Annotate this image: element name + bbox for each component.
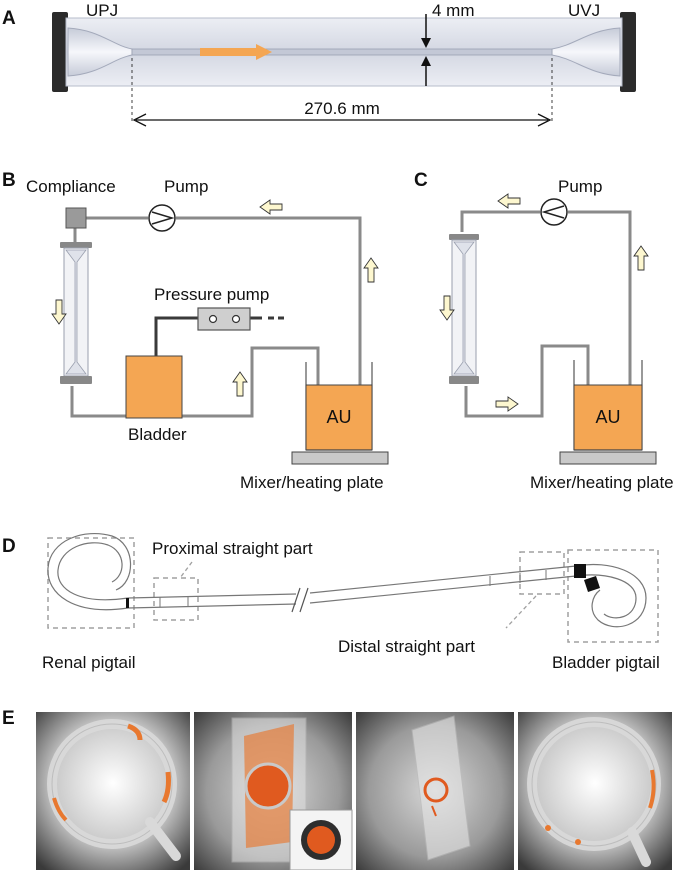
plate-label-c: Mixer/heating plate <box>530 473 674 492</box>
pressure-line <box>154 316 200 372</box>
bladder-box <box>125 355 183 419</box>
panel-a: A 4 mm UPJ UVJ 270.6 mm <box>2 1 636 127</box>
photo-cross-section <box>194 712 353 870</box>
panel-b-letter: B <box>2 170 16 191</box>
distal-label: Distal straight part <box>338 637 475 656</box>
ureter-channel <box>131 48 553 56</box>
renal-pigtail-box <box>47 537 135 629</box>
bladder-pigtail-box <box>567 549 659 643</box>
arrow-up-mid-b <box>232 371 248 397</box>
au-container-b <box>291 362 389 465</box>
arrow-up-right-b <box>363 257 379 283</box>
photo-tilted-tube <box>356 712 514 870</box>
au-container-c <box>559 360 657 465</box>
uvj-label: UVJ <box>568 1 600 20</box>
pump-label-c: Pump <box>558 177 602 196</box>
tubing-c <box>460 210 632 418</box>
panel-c-letter: C <box>414 170 428 191</box>
arrow-left-c <box>497 193 521 209</box>
panel-e-letter: E <box>2 708 15 729</box>
pump-icon-c <box>540 198 568 226</box>
ureter-model-vertical-b <box>60 242 92 384</box>
stent-body <box>127 565 577 613</box>
photo-renal-pigtail <box>36 712 190 870</box>
arrow-down-c <box>439 295 455 321</box>
distal-box <box>519 551 565 595</box>
panel-c: C Pump Mixer/heating plate AU <box>414 170 674 492</box>
panel-d-letter: D <box>2 536 16 557</box>
break-mark <box>291 587 309 613</box>
length-label: 270.6 mm <box>304 99 380 118</box>
bladder-pigtail-label: Bladder pigtail <box>552 653 660 672</box>
mixer-plate-c <box>559 451 657 465</box>
au-label-b: AU <box>326 407 351 427</box>
au-label-c: AU <box>595 407 620 427</box>
pump-icon-b <box>148 204 176 232</box>
arrow-up-c <box>633 245 649 271</box>
pressure-pump-label: Pressure pump <box>154 285 269 304</box>
photo-bladder-pigtail <box>518 712 672 870</box>
panel-e: E <box>2 708 672 870</box>
compliance-label: Compliance <box>26 177 116 196</box>
diameter-label: 4 mm <box>432 1 475 20</box>
pressure-pump-box <box>197 307 251 331</box>
arrow-down-b <box>51 299 67 325</box>
arrow-right-c <box>495 396 519 412</box>
renal-pigtail-label: Renal pigtail <box>42 653 136 672</box>
renal-pigtail-coil <box>47 532 132 611</box>
tubing-b <box>70 216 362 418</box>
proximal-label: Proximal straight part <box>152 539 313 558</box>
pump-label-b: Pump <box>164 177 208 196</box>
bladder-label: Bladder <box>128 425 187 444</box>
panel-d: D Proximal straight part Distal straight… <box>2 532 660 672</box>
bladder-pigtail-coil <box>574 563 647 628</box>
panel-b: B Compliance Pump Pressure pump Bladder … <box>2 170 389 492</box>
ureter-model-vertical-c <box>449 234 479 384</box>
upj-label: UPJ <box>86 1 118 20</box>
flow-arrow-orange <box>200 44 272 60</box>
left-end-cap <box>52 12 68 92</box>
panel-a-letter: A <box>2 8 16 29</box>
mixer-plate-b <box>291 451 389 465</box>
right-end-cap <box>620 12 636 92</box>
compliance-chamber <box>65 207 87 229</box>
arrow-left-b <box>259 199 283 215</box>
proximal-box <box>153 577 199 621</box>
plate-label-b: Mixer/heating plate <box>240 473 384 492</box>
